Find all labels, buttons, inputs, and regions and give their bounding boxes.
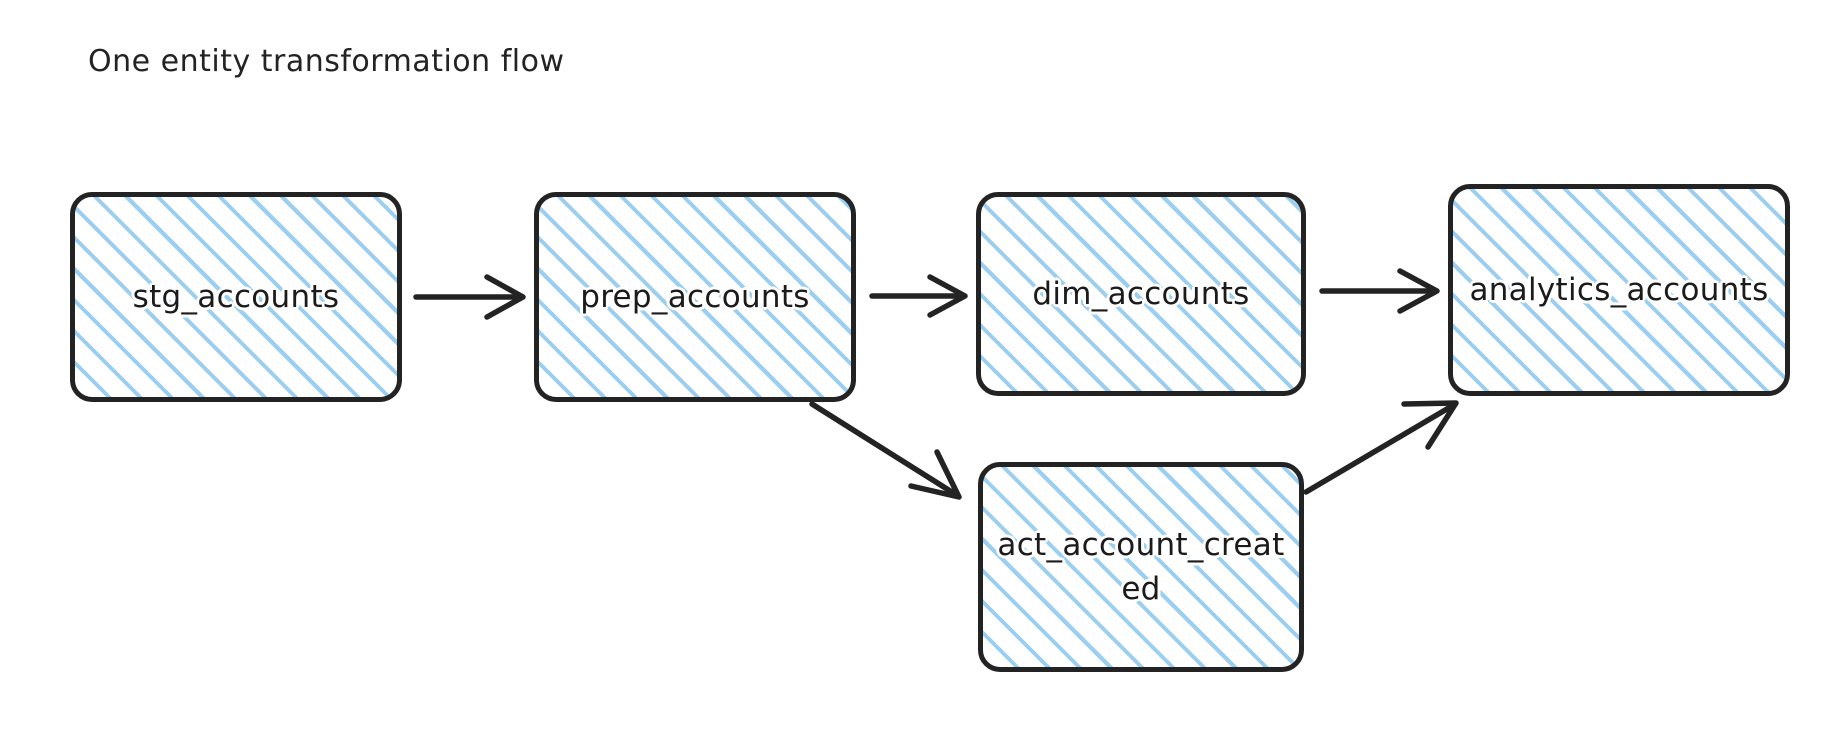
node-stg-accounts[interactable]: stg_accounts [70, 192, 402, 402]
node-label: act_account_created [997, 526, 1285, 607]
node-act-account-created[interactable]: act_account_created [978, 462, 1304, 672]
edge-dim-accounts-to-analytics-accounts [1319, 268, 1440, 314]
node-dim-accounts[interactable]: dim_accounts [976, 192, 1306, 396]
arrowhead-icon [1401, 400, 1459, 450]
arrowhead-icon [908, 449, 962, 500]
edge-stg-accounts-to-prep-accounts [413, 274, 526, 320]
page-title: One entity transformation flow [88, 44, 565, 79]
arrowhead-icon [484, 274, 526, 320]
arrowhead-icon [927, 274, 968, 318]
edge-prep-accounts-to-dim-accounts [869, 274, 968, 318]
edge-prep-accounts-to-act-account-created [809, 401, 962, 500]
node-prep-accounts[interactable]: prep_accounts [534, 192, 856, 402]
node-label: analytics_accounts [1469, 271, 1769, 308]
node-analytics-accounts[interactable]: analytics_accounts [1448, 184, 1790, 396]
node-label: dim_accounts [1032, 275, 1250, 312]
node-label: stg_accounts [132, 278, 340, 315]
arrowhead-icon [1397, 268, 1440, 314]
edge-act-account-created-to-analytics-accounts [1303, 400, 1459, 495]
node-label: prep_accounts [580, 278, 810, 315]
